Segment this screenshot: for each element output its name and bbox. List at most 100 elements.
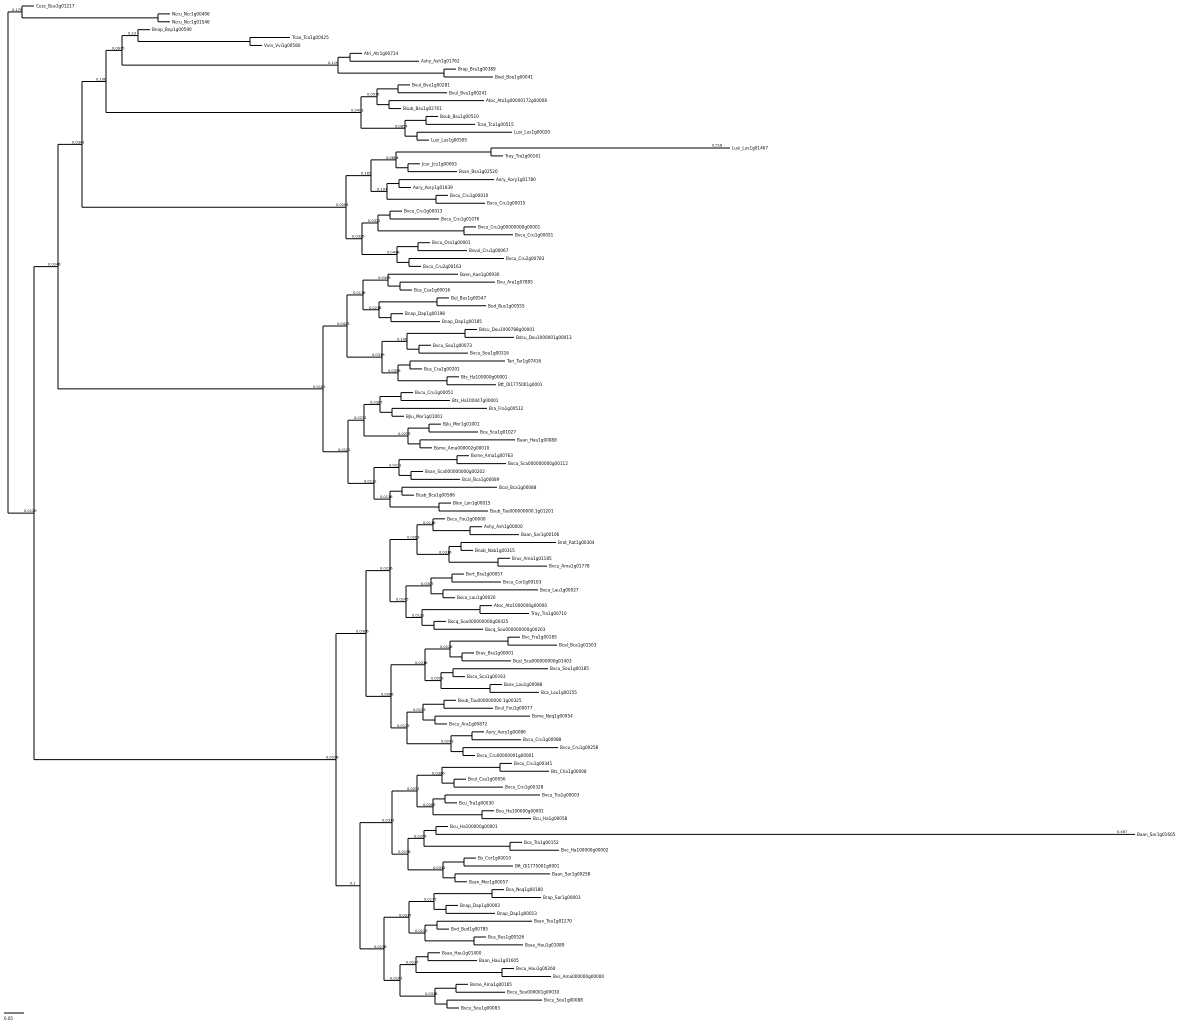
support-value: 0.106 [397, 337, 408, 341]
support-value: 0.0243 [441, 740, 454, 744]
leaf-label: Tray_Tra1g00710 [530, 611, 567, 616]
support-value: 0.0283 [407, 536, 420, 540]
leaf-label: Bvcu_Tra1g00003 [542, 792, 580, 797]
leaf-label: Bvu_Ara1g07895 [497, 280, 533, 285]
leaf-label: Bcal_Bca1g00089 [462, 477, 500, 482]
leaf-label: Bsau_Hau1g01089 [525, 942, 565, 947]
leaf-label: Baen_Aae1g00930 [460, 272, 500, 277]
leaf-label: Bvcu_Cru2g00163 [423, 264, 462, 269]
support-value: 0.0423 [337, 322, 350, 326]
leaf-label: Brap_Bra1g00389 [458, 67, 496, 72]
leaf-label: Bvcu_Cru00000001g00001 [477, 753, 534, 758]
leaf-label: Bvcu_Cru2g00783 [506, 256, 545, 261]
leaf-label: Bvcu_Cru1g01076 [441, 217, 480, 222]
support-value: 0.0306 [432, 771, 445, 775]
leaf-label: Bjlu_Mor1g01001 [406, 414, 443, 419]
leaf-label: Cusc_Bus1g01217 [36, 4, 75, 9]
leaf-label: Bvu_Ha100000g00001 [496, 808, 544, 813]
leaf-label: Bvcu_Cru1g00010 [450, 193, 489, 198]
leaf-label: Bvcu_Cru1g00051 [415, 390, 454, 395]
support-value: 0.0176 [353, 291, 366, 295]
leaf-label: Bcu_Ha100000g00001 [450, 824, 498, 829]
leaf-label: Bnap_Dap1g00003 [460, 903, 500, 908]
leaf-label: Bvul_Bvu1g00241 [449, 90, 487, 95]
support-value: 0.0209 [414, 834, 427, 838]
leaf-label: Bca_Sca1g01027 [480, 430, 516, 435]
leaf-label: Bvcu_Cru1g00258 [560, 745, 599, 750]
leaf-label: Bcab_Bca1g00586 [416, 493, 455, 498]
leaf-label: Bva_Noq1g00180 [506, 887, 543, 892]
support-value: 0.0449 [378, 276, 391, 280]
leaf-label: Bsvul_Cru1g00067 [469, 248, 509, 253]
leaf-label: Lusi_Lus1g00020 [514, 130, 550, 135]
support-value: 0.0228 [440, 645, 453, 649]
leaf-label: Bsau_Hau1g01400 [442, 950, 482, 955]
leaf-label: Bvd_Bud1g00785 [451, 927, 488, 932]
support-value: 0.0291 [407, 787, 420, 791]
support-value: 0.23 [128, 32, 136, 36]
leaf-label: Bocq_Sou000000000g00203 [485, 627, 546, 632]
support-value: 0.0325 [352, 235, 365, 239]
long-branch-value: 0.467 [1117, 830, 1127, 834]
support-value: 0.0231 [354, 416, 367, 420]
leaf-label: Brap_Sar1g00003 [543, 895, 581, 900]
leaf-label: Bsme_Ama000002g00010 [434, 445, 490, 450]
leaf-label: Bsav_Tou1g01270 [534, 919, 572, 924]
leaf-label: Ncru_Ncr1g01546 [172, 19, 210, 24]
leaf-label: Baan_Sar1g00106 [521, 532, 560, 537]
leaf-label: Brus_Ama1g01185 [512, 556, 552, 561]
leaf-label: Bvc_Fra1g00185 [522, 635, 557, 640]
leaf-label: Boca_Lau1g00020 [457, 595, 496, 600]
leaf-label: Jcur_Jcu1g00003 [421, 161, 457, 166]
leaf-label: Bsme_Ama1g00763 [471, 453, 513, 458]
leaf-label: Bvcu_Sou1g00185 [550, 666, 589, 671]
support-value: 0.0132 [364, 479, 377, 483]
support-value: 0.0311 [382, 819, 395, 823]
leaf-label: Bvcu_Fou1g00000 [447, 516, 486, 521]
support-value: 0.0493 [351, 109, 364, 113]
support-value: 0.0387 [370, 400, 383, 404]
leaf-label: Bsav_Lou1g00088 [504, 682, 543, 687]
leaf-label: Boel_Boe1g00041 [495, 75, 533, 80]
support-value: 0.0236 [380, 567, 393, 571]
support-value: 0.165 [361, 172, 371, 176]
leaf-label: Bsub_Tau000000000.1g00325 [458, 698, 522, 703]
leaf-label: Bsub_Bsu1g02761 [403, 106, 442, 111]
leaf-label: Bvcu_Hau1g00260 [516, 966, 556, 971]
leaf-label: Bdcu_Dou1000001g00013 [516, 335, 572, 340]
leaf-label: Bvcu_Ara1g00872 [449, 721, 488, 726]
leaf-label: Bvul_Csa1g00056 [468, 777, 506, 782]
leaf-label: Bvcu_Ama1g01778 [549, 564, 590, 569]
scale-bar-label: 0.05 [4, 1016, 13, 1021]
long-branch-value: 0.518 [712, 144, 723, 148]
support-value: 0.1 [350, 882, 356, 886]
leaf-label: Bnap_Dap1g00185 [442, 319, 482, 324]
support-value: 0.0227 [406, 961, 419, 965]
leaf-label: Bvcu_Ora1g00001 [432, 240, 471, 245]
leaf-label: Bsme_Ama1g00165 [470, 982, 512, 987]
leaf-label: Bvcu_Sou1g00083 [461, 1006, 500, 1011]
leaf-label: Bdcu_Dou1000788g00001 [479, 327, 535, 332]
leaf-label: Bts_Ha100447g00001 [452, 398, 499, 403]
support-value: 0.0129 [24, 509, 37, 513]
leaf-label: Bvc_Ha100000g00002 [561, 848, 609, 853]
leaf-label: Brav_Bra1g00001 [476, 650, 514, 655]
leaf-label: Baan_Hau1g00088 [517, 437, 557, 442]
support-value: 0.0975 [112, 46, 125, 50]
leaf-label: Bvs_Ama000000g00000 [553, 974, 604, 979]
support-value: 0.0246 [48, 263, 61, 267]
support-value: 0.0296 [326, 756, 339, 760]
leaf-label: Aory_Aory1g00086 [486, 729, 526, 734]
leaf-label: Bvcu_Sca1g00163 [467, 674, 506, 679]
support-value: 0.0312 [433, 866, 446, 870]
leaf-label: Atoc_Ato1g00000172g00008 [486, 98, 547, 103]
leaf-label: Bjlu_Mor1g01001 [443, 422, 480, 427]
leaf-label: Bft_Ol1775001g0001 [515, 863, 560, 868]
support-value: 0.0854 [395, 124, 408, 128]
leaf-label: Bsan_Sca000000000g00202 [425, 469, 485, 474]
support-value: 0.0245 [396, 598, 409, 602]
support-value: 0.0122 [412, 613, 425, 617]
leaf-label: Tray_Tra1g00161 [504, 153, 541, 158]
support-value: 0.0975 [367, 93, 380, 97]
